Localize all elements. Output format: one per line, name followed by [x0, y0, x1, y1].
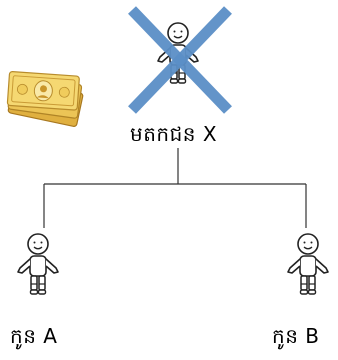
child-a-figure	[17, 233, 59, 295]
child-b-figure	[287, 233, 329, 295]
deceased-parent-label: មតកជន X	[130, 122, 218, 146]
family-tree-connector	[43, 148, 307, 228]
child-a-label: កូន A	[10, 324, 58, 348]
banknote-stack-icon	[6, 71, 84, 128]
child-b-label: កូន B	[272, 324, 320, 348]
x-cross-icon	[128, 6, 232, 114]
